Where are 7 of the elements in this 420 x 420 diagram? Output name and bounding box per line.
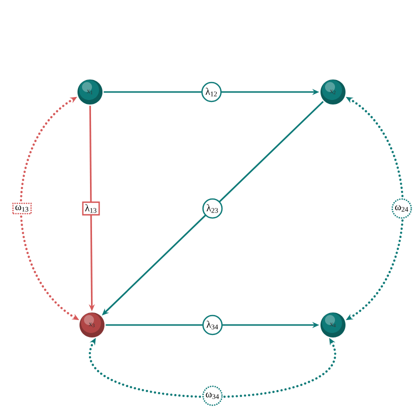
edge-label: λ$_{12}$: [201, 82, 222, 102]
edge-label: λ$_{34}$: [202, 314, 223, 336]
edge-label: ω$_{24}$: [392, 198, 412, 219]
edge-label: λ$_{23}$: [202, 198, 223, 219]
edge-label: ω$_{13}$: [12, 202, 32, 214]
edge-label: ω$_{34}$: [202, 386, 223, 406]
edge-label: λ$_{13}$: [82, 202, 100, 216]
